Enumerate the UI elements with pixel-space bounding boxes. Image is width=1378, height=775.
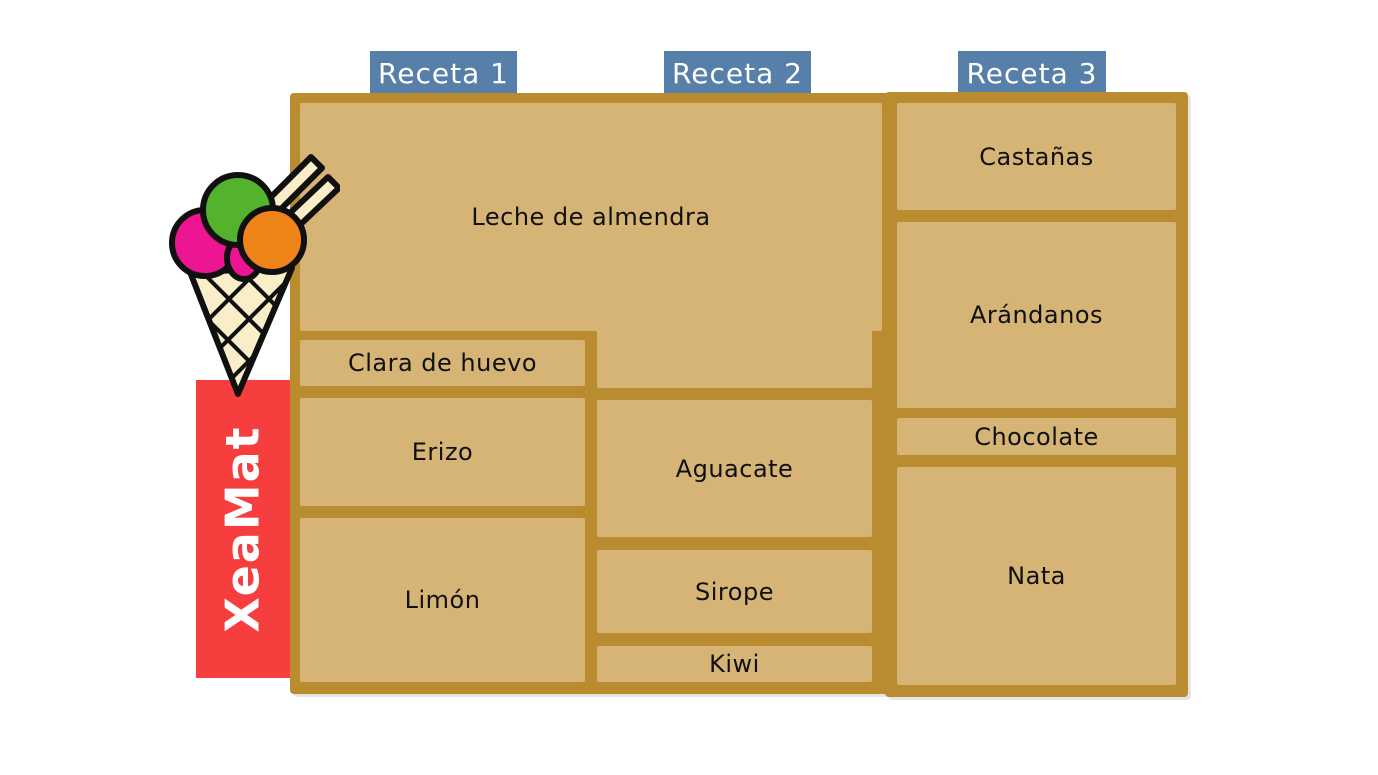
tab-receta-1[interactable]: Receta 1 [370,51,517,95]
ingredient-cell-clara-de-huevo[interactable]: Clara de huevo [300,340,585,386]
tab-receta-3[interactable]: Receta 3 [958,51,1106,95]
ingredient-cell-chocolate[interactable]: Chocolate [897,418,1176,455]
ingredient-cell-kiwi[interactable]: Kiwi [597,646,872,682]
recipe-board-right: Castañas Arándanos Chocolate Nata [885,92,1188,697]
ingredient-cell-limon[interactable]: Limón [300,518,585,682]
ingredient-cell-nata[interactable]: Nata [897,467,1176,685]
brand-banner: XeaMat [196,380,290,678]
tab-receta-2[interactable]: Receta 2 [664,51,811,95]
ingredient-cell-leche-de-almendra[interactable]: Leche de almendra [300,103,882,331]
scoop-orange [237,205,307,275]
ice-cream-cone-icon [169,154,340,397]
recipe-board-left: Leche de almendra Clara de huevo Erizo L… [290,93,892,694]
ingredient-cell-arandanos[interactable]: Arándanos [897,222,1176,408]
ingredient-cell-erizo[interactable]: Erizo [300,398,585,506]
ingredient-cell-aguacate[interactable]: Aguacate [597,400,872,537]
ingredient-cell-sirope[interactable]: Sirope [597,550,872,633]
ingredient-cell-castanas[interactable]: Castañas [897,103,1176,210]
brand-logo-text: XeaMat [216,425,270,633]
